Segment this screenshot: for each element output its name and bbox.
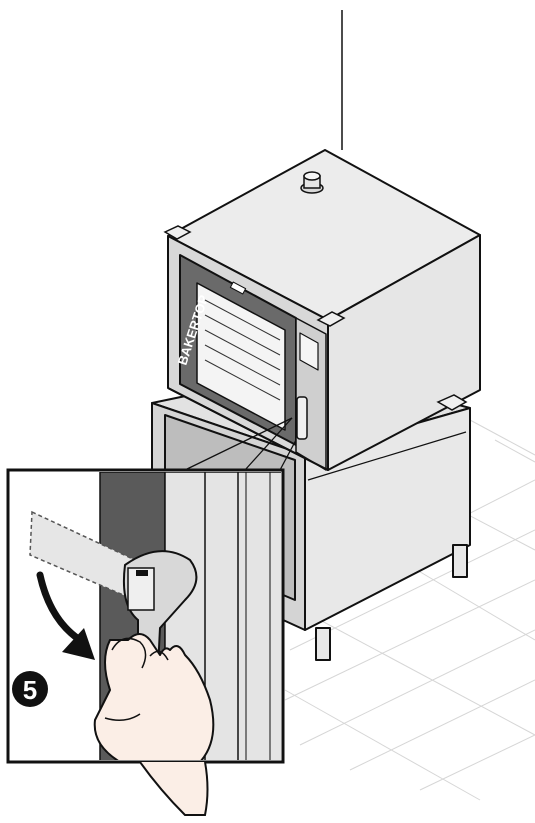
oven-racks	[204, 299, 281, 401]
corner-caps	[163, 225, 468, 411]
rotate-down-arrow-icon	[36, 571, 84, 644]
detail-inset: 5	[6, 468, 285, 764]
door-badge	[229, 281, 247, 295]
hand-icon	[93, 633, 215, 760]
wrist	[139, 761, 209, 816]
handle-face	[127, 567, 155, 611]
oven-door-handle	[296, 396, 308, 440]
ghost-handle	[29, 510, 136, 602]
top-vent-icon	[300, 171, 324, 194]
step-badge	[12, 671, 48, 707]
step-number: 5	[23, 675, 37, 705]
callout-lines	[184, 417, 297, 471]
